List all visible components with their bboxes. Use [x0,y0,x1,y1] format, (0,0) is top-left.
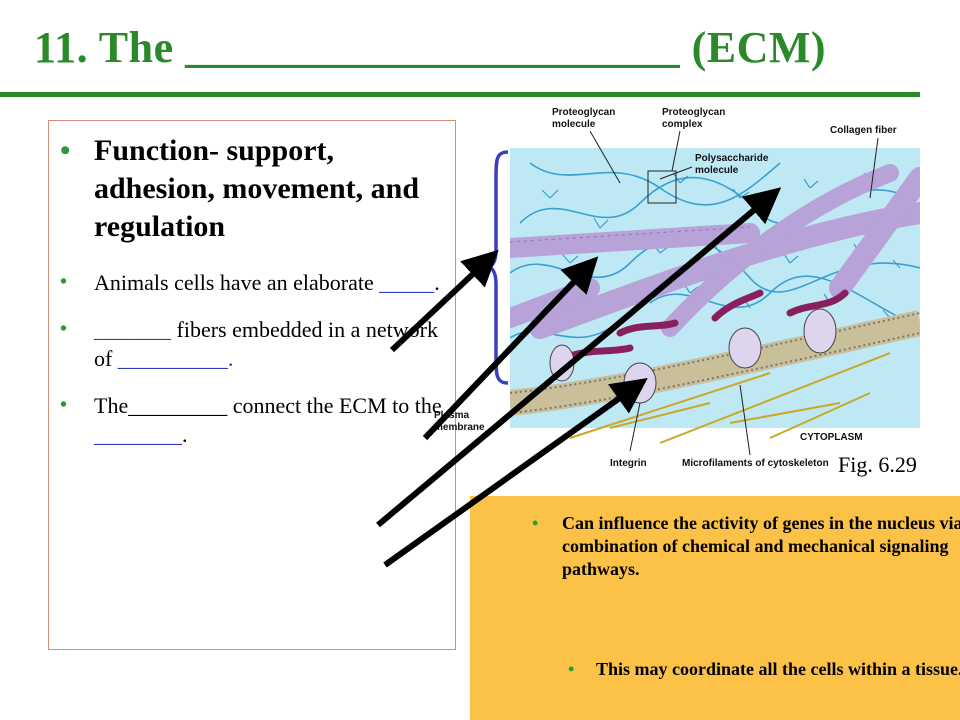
text-panel-border [48,120,456,650]
label-proteoglycan-complex-2: complex [662,119,703,130]
bullet-list: • Function- support, adhesion, movement,… [58,132,453,449]
callout-box [470,496,960,720]
bullet-fibers-end: . [227,346,234,371]
label-polysaccharide-1: Polysaccharide [695,153,769,164]
bullet-dot: • [60,271,68,293]
microfilaments [569,352,891,444]
label-microfilaments: Microfilaments of cytoskeleton [682,458,829,468]
label-plasma-membrane: Plasma membrane [434,410,485,434]
arrow-to-ecm [389,249,499,353]
label-integrin: Integrin [610,458,647,468]
ecm-figure: Proteoglycan molecule Proteoglycan compl… [510,107,920,468]
label-proteoglycan-complex-1: Proteoglycan [662,107,725,118]
figure-number: Fig. 6.29 [838,452,917,477]
bullet-elaborate-end: . [434,270,440,295]
bullet-dot: • [568,659,575,679]
bullet-connect-pre: The [94,393,129,418]
arrow-to-polysaccharide [376,187,782,528]
slide-title: 11. The ______________________ (ECM) [34,23,827,72]
label-collagen-fiber: Collagen fiber [830,125,897,136]
figure-labels: Proteoglycan molecule Proteoglycan compl… [552,107,897,468]
callout-main-text: Can influence the activity of genes in t… [562,513,960,579]
label-cytoplasm: CYTOPLASM [800,432,863,443]
bullet-function-text: Function- support, adhesion, movement, a… [94,134,420,243]
label-proteoglycan-molecule-1: Proteoglycan [552,107,615,118]
bullet-fibers-text: fibers embedded in a network of [94,317,438,371]
bullet-connect: • The_________ connect the ECM to the __… [58,391,453,449]
plasma-membrane [510,310,920,416]
bullet-dot: • [60,318,68,340]
callout-sub-text: This may coordinate all the cells within… [596,659,960,679]
blank-cytoskeleton: ________ [94,422,182,447]
bullet-dot: • [60,134,71,167]
bullet-elaborate: • Animals cells have an elaborate _____. [58,268,453,297]
bullet-connect-end: . [182,422,188,447]
collagen-fibers [510,164,920,339]
arrow-to-integrin [383,378,648,568]
blank-collagen: _______ [94,317,171,342]
label-plasma-membrane-2: membrane [434,422,485,433]
bullet-connect-text: connect the ECM to the [227,393,442,418]
title-underline-rule [0,92,920,97]
bullet-dot: • [532,513,539,533]
bullet-elaborate-text: Animals cells have an elaborate [94,270,380,295]
label-polysaccharide-2: molecule [695,165,739,176]
arrow-to-collagen [422,256,599,441]
label-plasma-membrane-1: Plasma [434,410,470,421]
bullet-fibers: • _______ fibers embedded in a network o… [58,315,453,373]
label-leader-lines [589,130,879,456]
blank-proteoglycans: __________ [117,346,228,371]
bullet-dot: • [60,394,68,416]
bullet-function: • Function- support, adhesion, movement,… [58,132,453,246]
callout-main: • Can influence the activity of genes in… [532,512,960,581]
label-proteoglycan-molecule-2: molecule [552,119,596,130]
blank-ecm: _____ [379,270,435,295]
blank-integrins: _________ [128,393,228,418]
callout-sub: • This may coordinate all the cells with… [568,658,960,681]
cytoplasm-area [510,428,920,463]
